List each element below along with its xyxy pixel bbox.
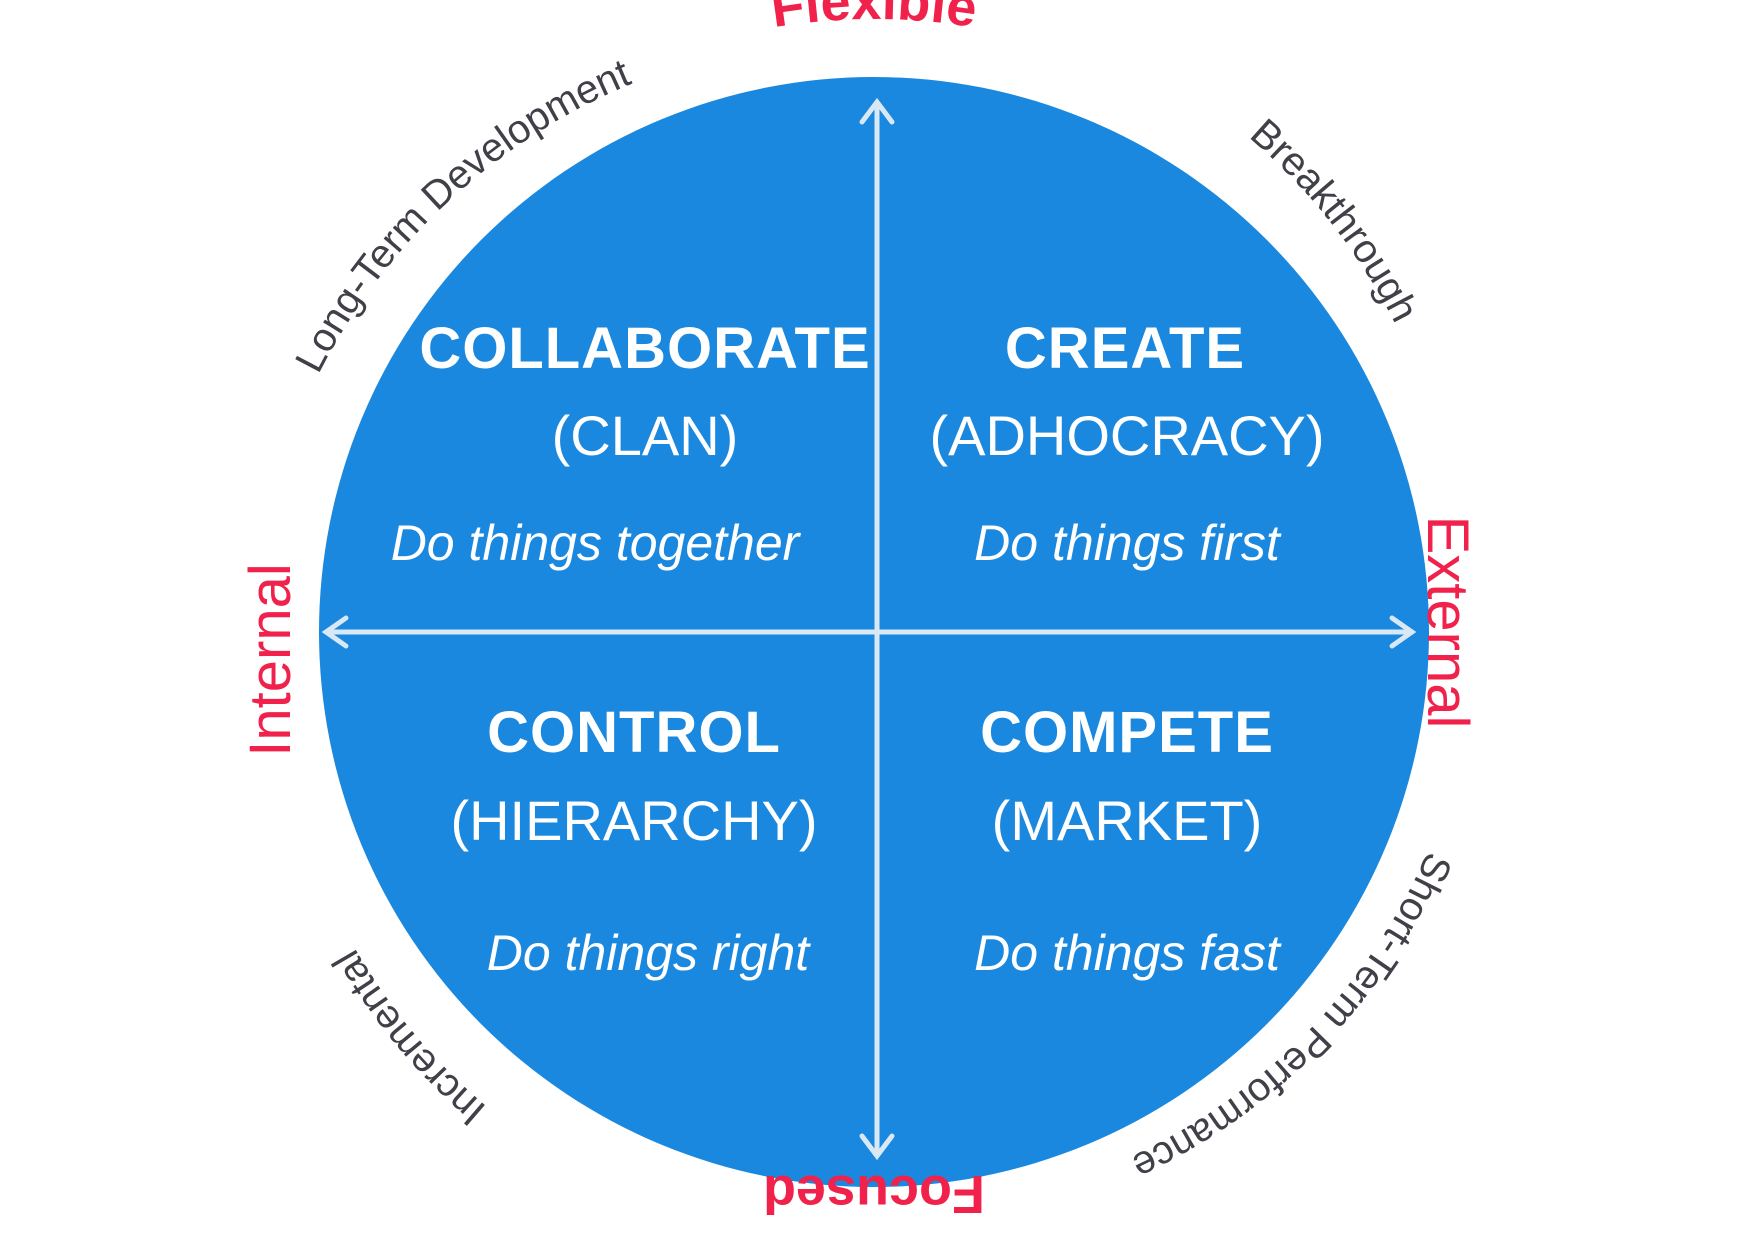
axis-label-flexible: Flexible — [767, 0, 981, 39]
quadrant-motto: Do things right — [487, 925, 811, 981]
quadrant-title: CONTROL — [487, 700, 781, 765]
arrow-up-icon — [859, 97, 895, 125]
quadrant-subtitle: (CLAN) — [552, 404, 739, 467]
quadrant-create: CREATE (ADHOCRACY) Do things first — [929, 316, 1324, 571]
axis-label-internal: Internal — [238, 563, 303, 756]
quadrant-title: COMPETE — [980, 700, 1274, 765]
arrow-right-icon — [1389, 615, 1417, 649]
quadrant-title: CREATE — [1005, 316, 1245, 381]
quadrant-motto: Do things first — [974, 515, 1282, 571]
axis-label-focused: Focused — [763, 1164, 985, 1224]
axes — [321, 97, 1417, 1161]
quadrant-subtitle: (ADHOCRACY) — [929, 404, 1324, 467]
quadrant-title: COLLABORATE — [419, 316, 870, 381]
quadrant-motto: Do things fast — [974, 925, 1282, 981]
quadrant-collaborate: COLLABORATE (CLAN) Do things together — [391, 316, 870, 571]
arrow-left-icon — [321, 615, 349, 649]
quadrant-subtitle: (MARKET) — [992, 789, 1263, 852]
quadrant-control: CONTROL (HIERARCHY) Do things right — [450, 700, 817, 981]
axis-label-external: External — [1415, 516, 1480, 729]
quadrant-motto: Do things together — [391, 515, 802, 571]
arrow-down-icon — [859, 1133, 895, 1161]
quadrant-subtitle: (HIERARCHY) — [450, 789, 817, 852]
quadrant-compete: COMPETE (MARKET) Do things fast — [974, 700, 1282, 981]
